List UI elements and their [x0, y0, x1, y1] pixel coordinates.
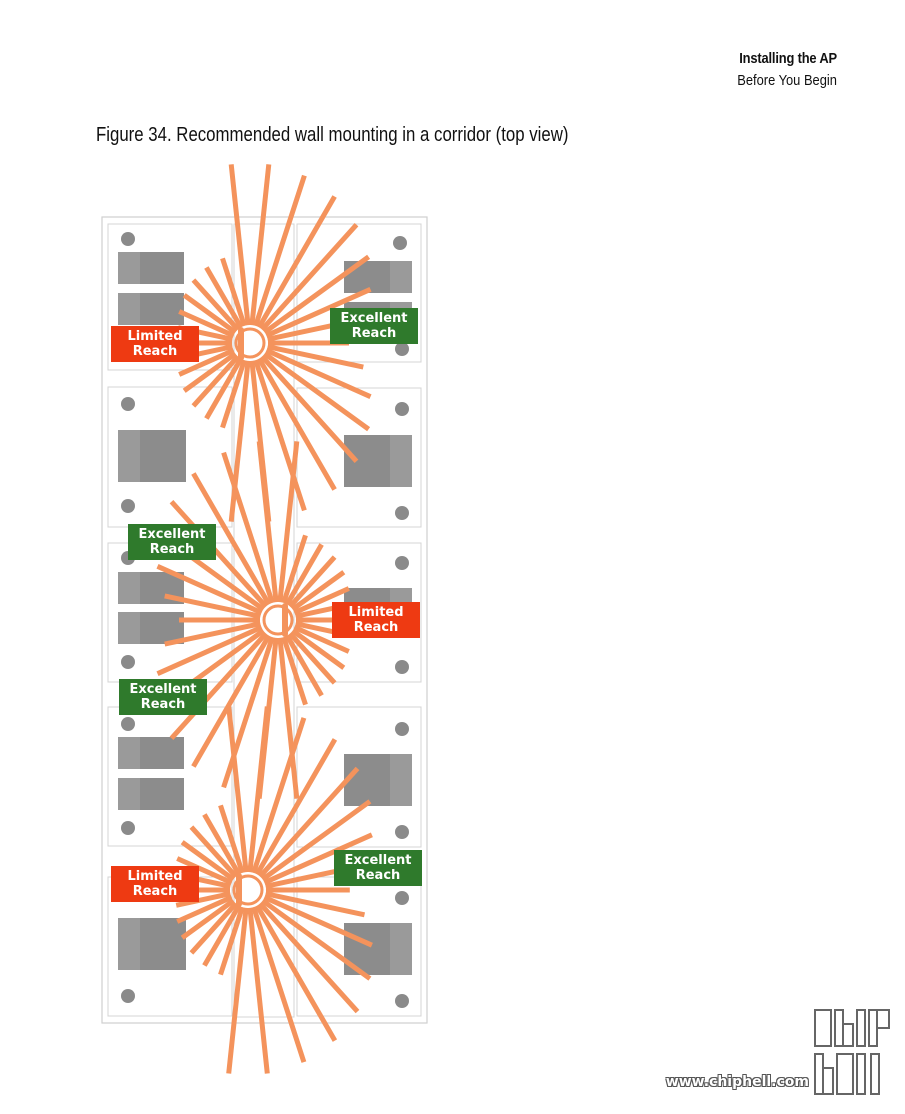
signal-ray	[226, 907, 249, 1074]
signal-ray	[281, 636, 308, 706]
signal-ray	[263, 351, 371, 432]
watermark-logo	[814, 1009, 890, 1095]
signal-ray	[277, 637, 300, 799]
signal-ray	[261, 898, 372, 981]
signal-ray	[247, 907, 270, 1074]
signal-ray	[293, 586, 350, 615]
signal-ray	[284, 543, 324, 606]
signal-ray	[256, 357, 337, 491]
limited-reach-label: Limited Reach	[111, 326, 199, 362]
signal-rays	[156, 164, 373, 1074]
signal-ray	[226, 706, 249, 873]
signal-ray	[191, 634, 272, 768]
signal-ray	[182, 293, 237, 335]
signal-ray	[204, 357, 244, 420]
signal-ray	[228, 360, 251, 522]
signal-ray	[265, 891, 366, 918]
signal-ray	[258, 901, 360, 1014]
signal-ray	[256, 441, 279, 603]
signal-ray	[164, 593, 261, 619]
signal-ray	[288, 555, 337, 609]
signal-ray	[202, 904, 242, 967]
running-head: Installing the AP Before You Begin	[721, 50, 837, 89]
signal-ray	[256, 195, 337, 329]
ap-mounts	[236, 327, 288, 907]
signal-ray	[251, 717, 307, 874]
signal-ray	[189, 825, 238, 879]
signal-ray	[261, 799, 372, 882]
signal-ray	[156, 625, 263, 676]
signal-ray	[260, 223, 359, 332]
excellent-reach-label: Excellent Reach	[119, 679, 207, 715]
excellent-reach-label: Excellent Reach	[128, 524, 216, 560]
signal-ray	[176, 895, 233, 924]
signal-ray	[202, 813, 242, 876]
signal-ray	[169, 500, 268, 609]
watermark-url: www.chiphell.com	[665, 1074, 809, 1090]
stools	[121, 232, 409, 1008]
signal-ray	[251, 906, 307, 1063]
excellent-reach-label: Excellent Reach	[334, 850, 422, 886]
signal-ray	[189, 901, 238, 955]
signal-ray	[169, 631, 268, 740]
signal-ray	[182, 351, 237, 393]
signal-ray	[258, 766, 360, 879]
signal-ray	[228, 164, 251, 326]
signal-ray	[288, 631, 337, 685]
signal-ray	[178, 309, 235, 338]
signal-ray	[218, 906, 245, 976]
signal-ray	[176, 856, 233, 885]
signal-ray	[220, 359, 247, 429]
excellent-reach-label: Excellent Reach	[330, 308, 418, 344]
signal-ray	[265, 287, 372, 338]
chapter-title: Installing the AP	[739, 50, 837, 67]
limited-reach-label: Limited Reach	[332, 602, 420, 638]
signal-ray	[253, 174, 307, 327]
signal-ray	[254, 904, 338, 1042]
signal-ray	[164, 621, 261, 647]
desk-shading	[118, 252, 412, 975]
signal-ray	[263, 254, 371, 335]
signal-ray	[281, 534, 308, 604]
limited-reach-label: Limited Reach	[111, 866, 199, 902]
signal-ray	[191, 354, 240, 408]
signal-ray	[156, 564, 263, 615]
signal-ray	[178, 348, 235, 377]
signal-ray	[253, 359, 307, 512]
signal-ray	[263, 832, 373, 885]
signal-ray	[221, 451, 275, 604]
signal-ray	[218, 804, 245, 874]
signal-ray	[265, 348, 372, 399]
signal-ray	[191, 278, 240, 332]
signal-ray	[247, 706, 270, 873]
signal-ray	[263, 895, 373, 948]
figure-caption: Figure 34. Recommended wall mounting in …	[96, 124, 569, 146]
signal-ray	[277, 441, 300, 603]
signal-ray	[220, 257, 247, 327]
signal-ray	[291, 570, 346, 612]
signal-ray	[284, 634, 324, 697]
signal-ray	[293, 625, 350, 654]
signal-ray	[249, 164, 272, 326]
signal-ray	[204, 266, 244, 329]
signal-ray	[267, 344, 364, 370]
signal-ray	[180, 898, 235, 940]
section-title: Before You Begin	[737, 72, 837, 89]
signal-ray	[254, 738, 338, 876]
room	[107, 223, 233, 371]
signal-ray	[175, 891, 231, 908]
signal-ray	[191, 472, 272, 606]
signal-ray	[180, 840, 235, 882]
signal-ray	[221, 636, 275, 789]
signal-ray	[260, 354, 359, 463]
signal-ray	[291, 628, 346, 670]
